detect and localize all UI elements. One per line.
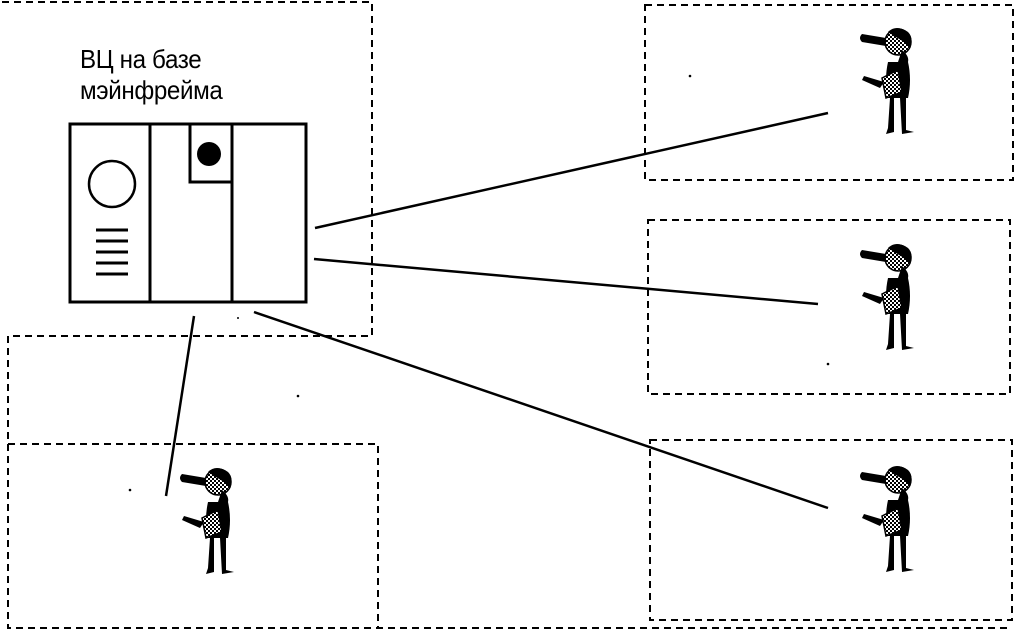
mainframe-icon [68, 122, 308, 304]
connection-line-top-right [314, 111, 829, 230]
user-frame-bottom-left [8, 443, 379, 628]
user-frame-mid-right [647, 219, 1011, 395]
user-icon-top-right [859, 27, 915, 135]
connection-line-mid-right [313, 257, 819, 306]
outer-frame-border [7, 336, 1012, 629]
connection-line-bottom-left [164, 315, 196, 497]
scan-specks [128, 74, 830, 492]
user-frame-bottom-right [649, 439, 1013, 621]
user-icon-mid-right [859, 243, 915, 351]
connection-line-bottom-right [253, 310, 829, 510]
caption-line-2: мэйнфрейма [80, 75, 223, 105]
user-frame-top-right [644, 4, 1014, 181]
user-icon-bottom-left [179, 467, 235, 575]
user-icon-bottom-right [859, 465, 915, 573]
mainframe-caption: ВЦ на базе мэйнфрейма [80, 44, 322, 106]
caption-line-1: ВЦ на базе [80, 44, 202, 74]
mainframe-zone-frame [2, 1, 373, 337]
